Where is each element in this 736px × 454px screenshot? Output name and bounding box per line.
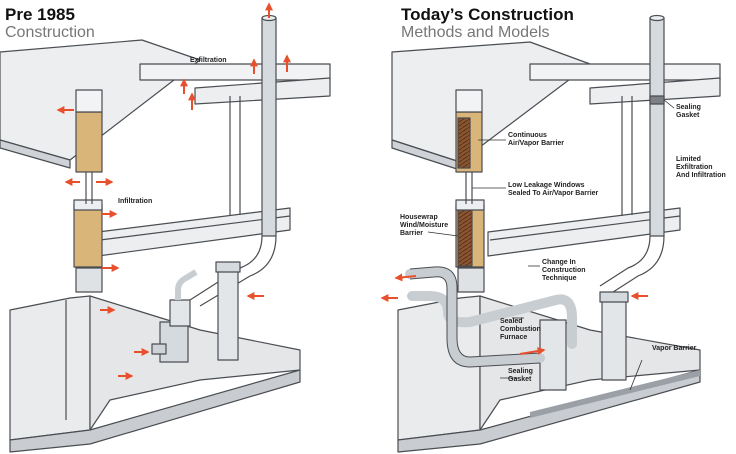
label-sealing-gasket-bottom: Sealing Gasket — [508, 368, 533, 383]
label-housewrap: Housewrap Wind/Moisture Barrier — [400, 214, 449, 237]
left-air-arrows — [56, 2, 291, 380]
left-panel-subtitle: Construction — [5, 24, 95, 41]
right-panel-title: Today’s Construction — [401, 5, 574, 24]
label-limited-exfiltration: Limited Exfiltration And Infiltration — [676, 156, 726, 179]
right-air-arrows — [380, 273, 648, 355]
left-panel-title: Pre 1985 — [5, 5, 75, 24]
label-sealing-gasket-top: Sealing Gasket — [676, 104, 701, 119]
right-house-diagram — [391, 14, 721, 453]
label-vapor-barrier: Vapor Barrier — [652, 345, 697, 352]
right-panel-subtitle: Methods and Models — [401, 24, 550, 41]
label-change-in-construction: Change In Construction Technique — [542, 259, 586, 282]
label-exfiltration: Exfiltration — [190, 57, 227, 64]
label-leader-lines — [427, 99, 675, 391]
label-infiltration: Infiltration — [118, 198, 153, 205]
label-low-leakage-windows: Low Leakage Windows Sealed To Air/Vapor … — [508, 182, 599, 197]
left-house-diagram — [0, 14, 331, 453]
label-sealed-combustion-furnace: Sealed Combustion Furnace — [500, 318, 541, 341]
label-continuous-barrier: Continuous Air/Vapor Barrier — [508, 132, 565, 147]
